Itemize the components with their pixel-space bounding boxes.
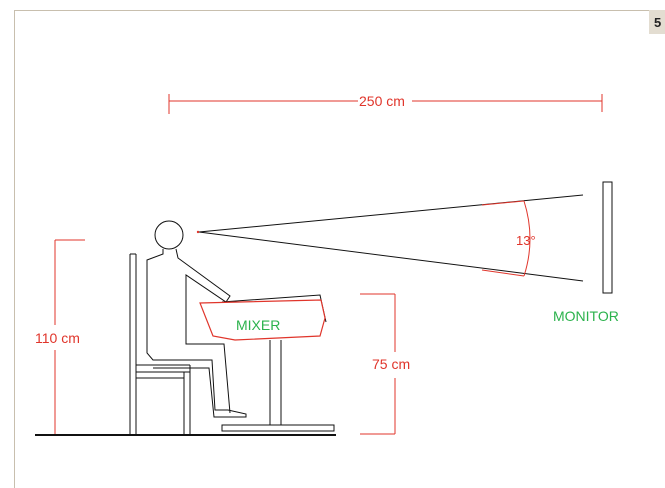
eye-height-label: 110 cm [35,330,80,346]
page-tab [649,10,665,34]
eye-height-dimension [54,239,85,434]
desk-height-label: 75 cm [372,356,410,372]
mixer-label: MIXER [236,317,280,333]
view-angle-label: 13° [516,233,536,248]
view-angle-marker [481,200,531,277]
person-head [154,220,184,250]
seated-person [146,220,247,418]
distance-dimension [168,94,603,114]
eye-point [196,230,200,234]
page-border [14,10,665,488]
person-body [146,248,247,418]
monitor-shape [602,181,613,294]
monitor-label: MONITOR [553,308,619,324]
desk-height-dimension [360,293,396,435]
page-frame: 5 [14,10,665,488]
chair [129,253,191,434]
distance-label: 250 cm [359,93,405,109]
page-tab-number: 5 [654,15,661,30]
mixer-shape [199,299,326,341]
